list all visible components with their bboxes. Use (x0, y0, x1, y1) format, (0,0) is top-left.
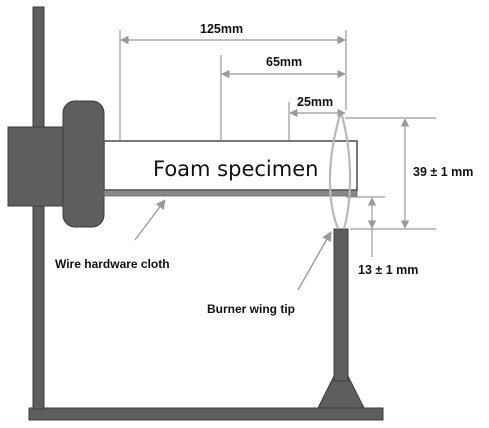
dim-39-label: 39 ± 1 mm (413, 165, 473, 179)
burner-base (317, 360, 365, 409)
burner-tip-label: Burner wing tip (207, 302, 295, 316)
dim-13-label: 13 ± 1 mm (358, 263, 418, 277)
wire-cloth-label: Wire hardware cloth (55, 257, 170, 271)
stand-pole (32, 6, 45, 410)
dim-125-label: 125mm (200, 22, 243, 36)
burner-tube-front (333, 228, 349, 382)
dim-65-label: 65mm (266, 55, 302, 69)
dim-25-label: 25mm (297, 95, 333, 109)
clamp-block (7, 126, 67, 207)
flame-outline (328, 111, 352, 230)
foam-specimen-label: Foam specimen (153, 157, 318, 181)
base-plate (28, 407, 384, 421)
burner-tip-leader (297, 231, 332, 291)
wire-cloth-leader (134, 199, 166, 241)
wire-hardware-cloth (103, 189, 358, 197)
foam-specimen (103, 140, 358, 191)
clamp-holder (62, 100, 105, 228)
